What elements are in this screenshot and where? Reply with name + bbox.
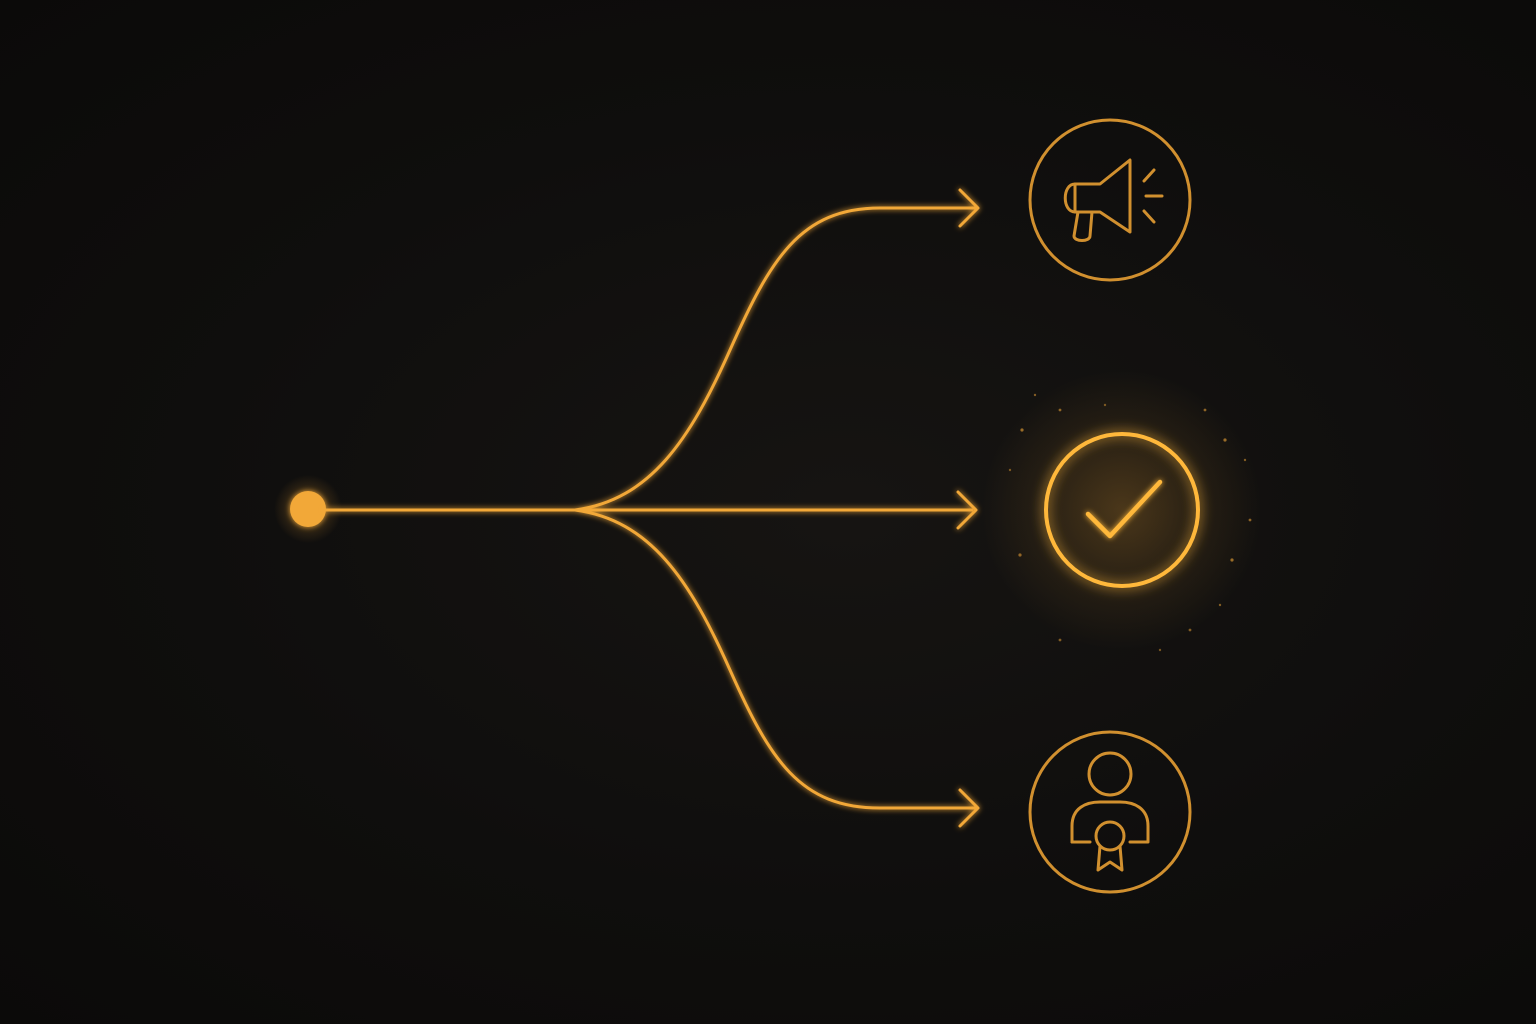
- dot-icon: [290, 491, 326, 527]
- arrowhead-bottom: [958, 788, 980, 828]
- sparkles: [1008, 393, 1252, 652]
- outcome-bottom: [1028, 730, 1192, 894]
- megaphone-icon: [1063, 158, 1164, 242]
- arrowhead-top: [958, 188, 980, 228]
- origin-node: [274, 475, 342, 543]
- branch-bottom: [573, 508, 977, 810]
- arrowhead-middle: [956, 490, 978, 530]
- outcome-middle: [982, 370, 1262, 652]
- branch-top: [573, 206, 977, 512]
- check-icon: [1085, 479, 1163, 539]
- outcome-top: [1028, 118, 1192, 282]
- person-badge-icon: [1070, 751, 1150, 872]
